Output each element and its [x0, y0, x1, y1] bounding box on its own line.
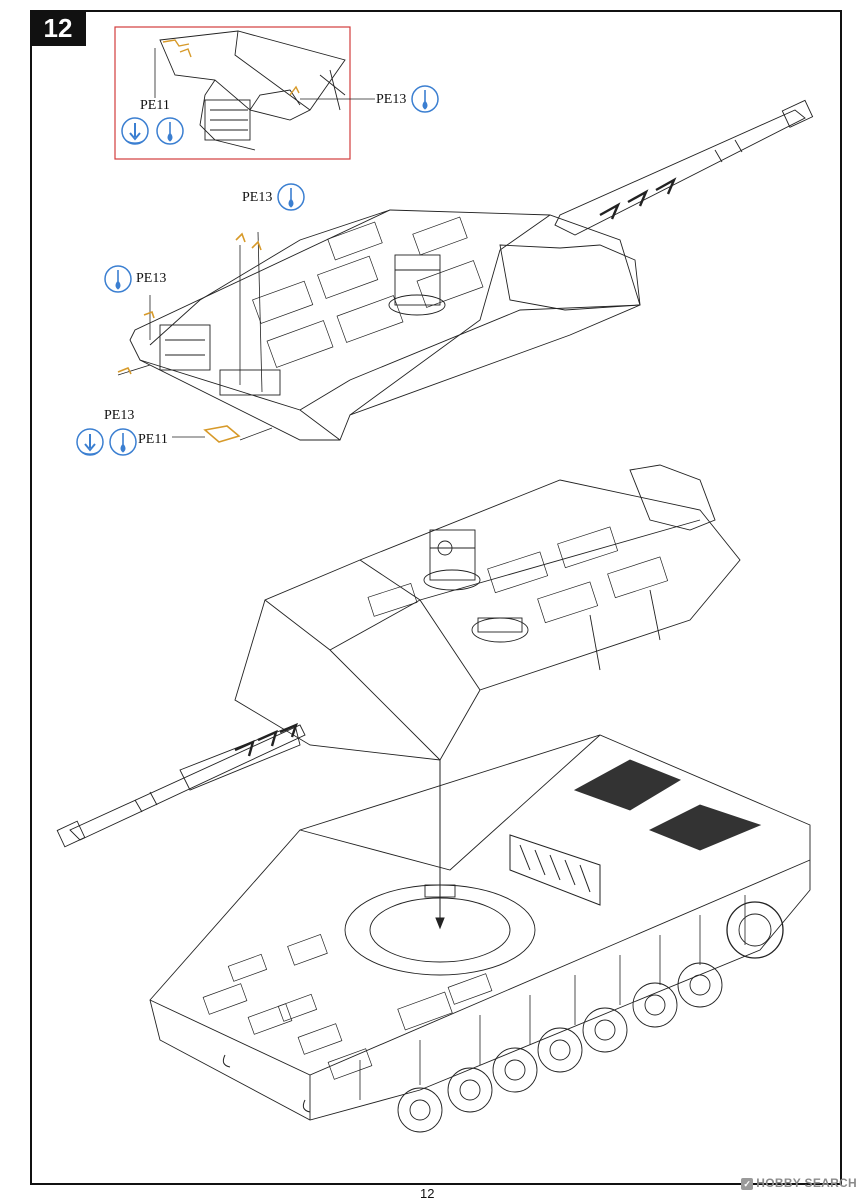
part-label-pe13: PE13: [104, 408, 135, 423]
commander-sight-upper: [388, 254, 446, 316]
page-frame: [30, 10, 842, 1185]
glue-drop-icon: [109, 428, 137, 456]
glue-drop-icon: [411, 85, 439, 113]
glue-drop-icon: [277, 183, 305, 211]
gun-barrel-upper: [554, 99, 814, 236]
engine-grille-1: [573, 759, 682, 811]
part-label-pe13: PE13: [136, 271, 167, 286]
assembly-arrow: [435, 760, 445, 930]
pe-placement-arrows: [117, 231, 273, 441]
part-label-pe13: PE13: [242, 190, 273, 205]
hatch-loader: [471, 617, 529, 643]
glue-drop-icon: [156, 117, 184, 145]
turret-ring-inner: [369, 897, 511, 963]
drive-sprocket: [726, 901, 784, 959]
watermark-text: HOBBY SEARCH: [756, 1176, 857, 1190]
inset-detail: [114, 26, 375, 160]
inset-pe-parts: [162, 39, 300, 96]
part-label-pe11: PE11: [138, 432, 168, 447]
watermark-logo-icon: ✓: [741, 1178, 754, 1190]
inset-turret-rear: [159, 30, 346, 151]
rear-bustle: [159, 324, 281, 396]
barrel-camo-stripes: [599, 177, 677, 220]
part-label-pe13: PE13: [376, 92, 407, 107]
road-wheels: [397, 962, 723, 1133]
part-label-pe11: PE11: [140, 98, 170, 113]
hull-front-panels: [202, 933, 493, 1080]
hull: [149, 734, 811, 1133]
glue-drop-icon: [104, 265, 132, 293]
pe-parts-upper: [117, 232, 262, 443]
turret-rear-view: [117, 99, 814, 443]
bend-down-arrow-icon: [121, 117, 149, 145]
turret-deck-panels: [252, 216, 484, 368]
tow-hooks: [222, 1054, 311, 1113]
turret-front-panels: [367, 526, 669, 624]
engine-grille-2: [648, 804, 762, 851]
watermark: ✓HOBBY SEARCH: [741, 1176, 857, 1190]
bend-down-arrow-icon: [76, 428, 104, 456]
turret-front-view: [56, 464, 741, 848]
gun-barrel-lower: [56, 722, 306, 848]
step-number-badge: 12: [30, 10, 86, 46]
commander-sight-lower: [423, 529, 481, 591]
side-skirt-panels: [359, 895, 746, 1100]
side-vent: [509, 834, 601, 906]
barrel-camo-stripes-lower: [234, 722, 298, 757]
inset-frame: [114, 26, 351, 160]
step-number: 12: [43, 12, 73, 43]
page-number: 12: [420, 1186, 435, 1201]
